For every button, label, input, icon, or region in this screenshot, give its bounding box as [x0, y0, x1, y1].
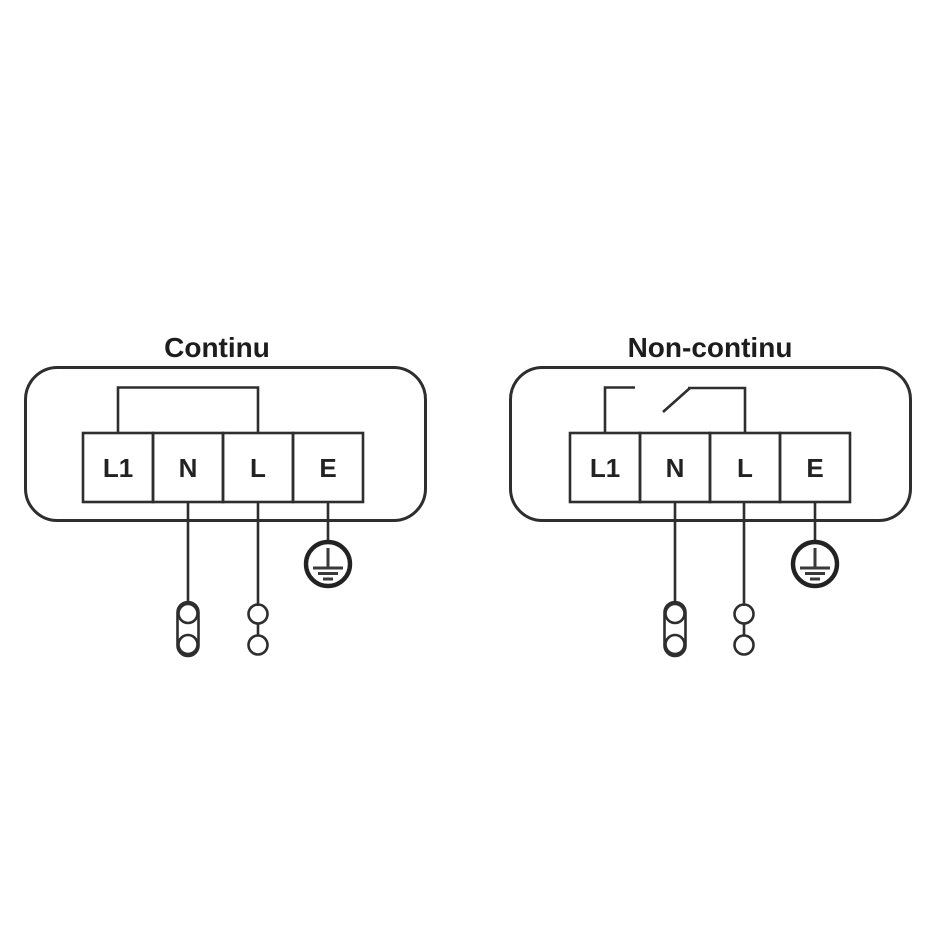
capsule-connector-icon: [663, 600, 687, 658]
diagram-continu: Continu L1 N L E: [24, 332, 427, 658]
terminal-label-n: N: [179, 453, 198, 483]
pin-connector-icon: [733, 603, 755, 656]
terminal-label-n: N: [666, 453, 685, 483]
diagram-title-non-continu: Non-continu: [628, 332, 793, 363]
bridge-link-icon: [116, 386, 260, 434]
capsule-connector-icon: [176, 600, 200, 658]
terminal-label-l: L: [737, 453, 753, 483]
terminal-label-l1: L1: [590, 453, 620, 483]
terminal-label-e: E: [319, 453, 336, 483]
terminal-block: L1 N L E: [81, 431, 365, 504]
protective-earth-icon: [790, 539, 840, 589]
protective-earth-icon: [303, 539, 353, 589]
terminal-block: L1 N L E: [568, 431, 852, 504]
pin-connector-icon: [247, 603, 269, 656]
enclosure-outline: [24, 366, 427, 522]
diagram-title-continu: Continu: [164, 332, 270, 363]
diagram-non-continu: Non-continu L1 N L E: [509, 332, 912, 658]
switch-open-contact-icon: [603, 386, 747, 434]
terminal-label-l: L: [250, 453, 266, 483]
enclosure-outline: [509, 366, 912, 522]
terminal-label-e: E: [806, 453, 823, 483]
terminal-label-l1: L1: [103, 453, 133, 483]
